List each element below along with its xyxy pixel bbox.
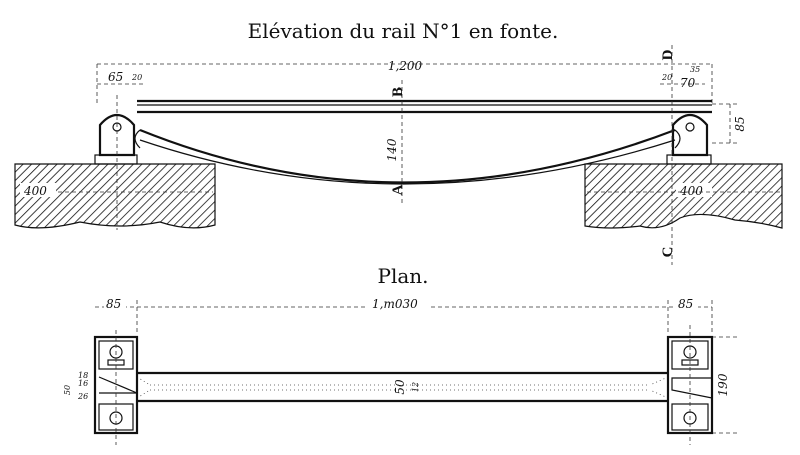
right-bearing — [666, 113, 712, 165]
plan-dimensions: 85 1,m030 85 190 50 12 50 18 16 26 — [63, 296, 740, 434]
dim-right-gap: 20 — [661, 73, 672, 82]
dim-total-length: 1,200 — [388, 59, 423, 73]
dim-beam-depth: 140 — [385, 138, 399, 161]
section-lines: A B C D — [390, 45, 676, 265]
right-plate — [666, 325, 714, 445]
dim-left-support: 65 — [108, 70, 123, 84]
dim-left-small-4: 26 — [77, 392, 88, 401]
section-label-b: B — [390, 87, 406, 97]
dim-masonry-left: 400 — [23, 184, 47, 198]
dim-masonry-right: 400 — [679, 184, 703, 198]
dim-left-small-3: 16 — [78, 379, 88, 388]
dim-span: 1,m030 — [372, 297, 418, 311]
section-label-d: D — [660, 49, 676, 60]
right-masonry: 400 — [584, 163, 783, 229]
dim-rail-width: 50 — [393, 379, 407, 395]
dim-plate-width: 190 — [716, 373, 730, 396]
plan-title: Plan. — [377, 264, 428, 288]
elevation-title: Elévation du rail N°1 en fonte. — [248, 19, 559, 43]
dim-left-small-2: 18 — [78, 371, 88, 380]
dim-rail-inner: 12 — [411, 382, 420, 392]
left-plate — [93, 330, 139, 445]
dim-left-plate: 85 — [106, 297, 121, 311]
rail-plan — [136, 371, 669, 403]
dim-left-gap: 20 — [131, 73, 142, 82]
dim-right-top: 35 — [690, 65, 700, 74]
section-label-a: A — [390, 184, 406, 195]
rail-elevation — [134, 99, 712, 185]
elevation-dimensions: 1,200 65 20 20 70 35 85 140 — [96, 59, 747, 161]
dim-left-small-1: 50 — [63, 385, 72, 395]
left-masonry: 400 — [14, 163, 216, 229]
section-label-c: C — [660, 247, 676, 258]
dim-height: 85 — [733, 116, 747, 131]
dim-right-plate: 85 — [678, 297, 693, 311]
dim-right-support: 70 — [680, 76, 696, 90]
